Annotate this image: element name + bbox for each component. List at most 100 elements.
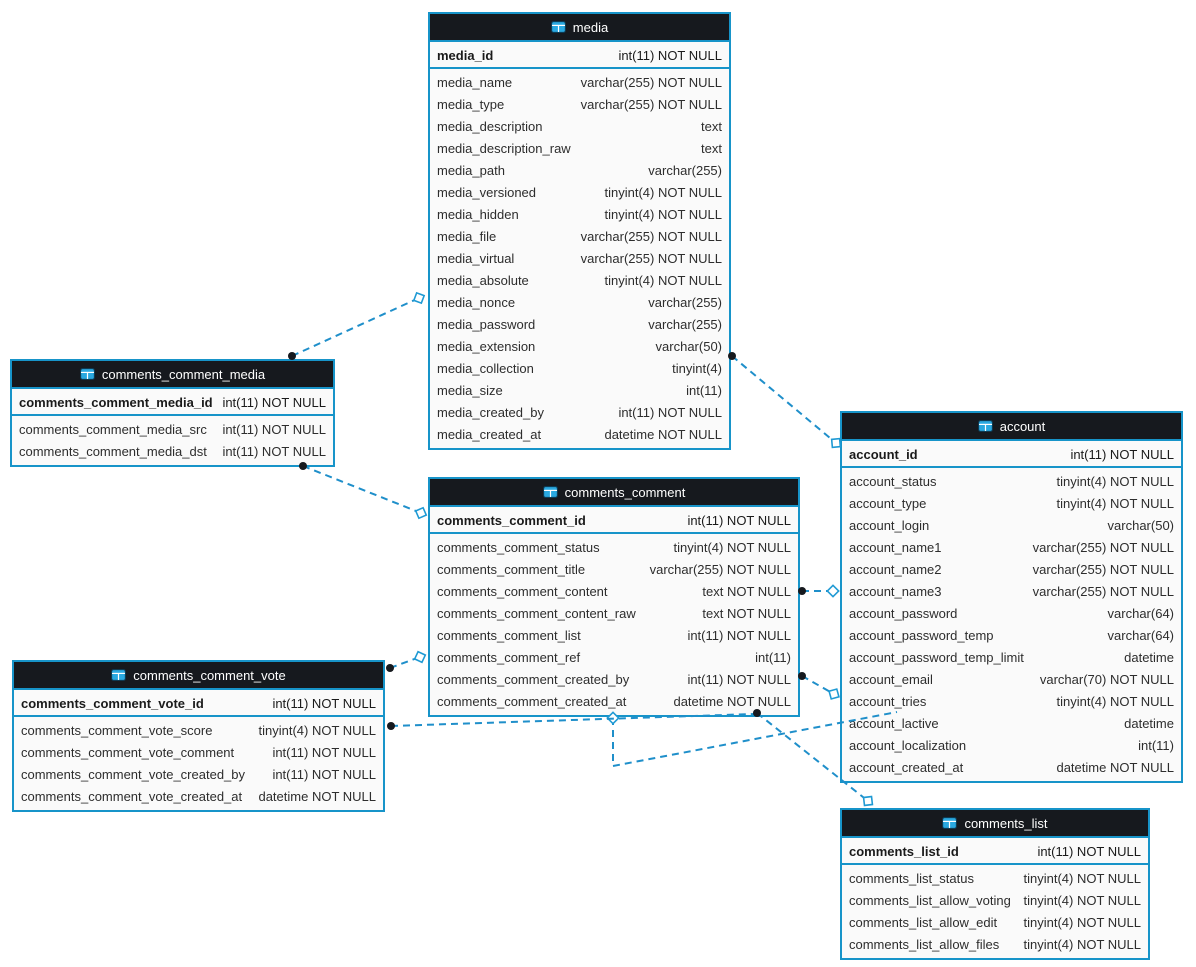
column-row-account_login[interactable]: account_login varchar(50) [842, 514, 1181, 536]
column-name: comments_list_allow_edit [849, 914, 998, 930]
column-name: account_login [849, 517, 930, 533]
column-type: varchar(50) [1107, 517, 1174, 533]
table-grid-icon [550, 21, 566, 33]
column-type: varchar(255) [648, 294, 722, 310]
table-header[interactable]: comments_list [842, 810, 1148, 838]
pk-row[interactable]: comments_comment_id int(11) NOT NULL [430, 507, 798, 534]
column-name: media_size [437, 382, 503, 398]
pk-row[interactable]: comments_comment_media_id int(11) NOT NU… [12, 389, 333, 416]
column-name: media_absolute [437, 272, 529, 288]
pk-type: int(11) NOT NULL [1070, 446, 1174, 462]
pk-type: int(11) NOT NULL [1037, 843, 1141, 859]
pk-row[interactable]: media_id int(11) NOT NULL [430, 42, 729, 69]
table-header[interactable]: comments_comment_media [12, 361, 333, 389]
column-name: comments_comment_status [437, 539, 600, 555]
column-type: tinyint(4) NOT NULL [604, 184, 722, 200]
column-type: datetime [1124, 715, 1174, 731]
table-comments_list[interactable]: comments_list comments_list_id int(11) N… [840, 808, 1150, 960]
column-type: datetime [1124, 649, 1174, 665]
pk-type: int(11) NOT NULL [687, 512, 791, 528]
table-header[interactable]: comments_comment [430, 479, 798, 507]
column-row-media_size[interactable]: media_size int(11) [430, 379, 729, 401]
column-name: account_password_temp [849, 627, 994, 643]
column-type: datetime NOT NULL [258, 788, 376, 804]
column-name: media_created_at [437, 426, 542, 442]
pk-name: comments_comment_media_id [19, 394, 213, 410]
column-name: comments_comment_list [437, 627, 581, 643]
pk-row[interactable]: account_id int(11) NOT NULL [842, 441, 1181, 468]
pk-type: int(11) NOT NULL [272, 695, 376, 711]
table-title: account [999, 418, 1046, 434]
table-header[interactable]: comments_comment_vote [14, 662, 383, 690]
table-title: comments_comment_media [101, 366, 266, 382]
pk-row[interactable]: comments_list_id int(11) NOT NULL [842, 838, 1148, 865]
table-account[interactable]: account account_id int(11) NOT NULL acco… [840, 411, 1183, 783]
column-type: int(11) [686, 382, 722, 398]
table-header[interactable]: media [430, 14, 729, 42]
column-type: int(11) NOT NULL [272, 744, 376, 760]
table-media[interactable]: media media_id int(11) NOT NULL media_na… [428, 12, 731, 450]
column-name: account_name3 [849, 583, 942, 599]
column-name: comments_comment_vote_comment [21, 744, 235, 760]
table-header[interactable]: account [842, 413, 1181, 441]
pk-type: int(11) NOT NULL [618, 47, 722, 63]
table-comments_comment[interactable]: comments_comment comments_comment_id int… [428, 477, 800, 717]
column-type: varchar(70) NOT NULL [1039, 671, 1174, 687]
column-row-comments_comment_vote_comment[interactable]: comments_comment_vote_comment int(11) NOT… [14, 741, 383, 763]
table-comments_comment_media[interactable]: comments_comment_media comments_comment_… [10, 359, 335, 467]
table-grid-icon [111, 669, 127, 681]
table-comments_comment_vote[interactable]: comments_comment_vote comments_comment_v… [12, 660, 385, 812]
column-name: account_status [849, 473, 937, 489]
pk-row[interactable]: comments_comment_vote_id int(11) NOT NUL… [14, 690, 383, 717]
column-name: account_created_at [849, 759, 964, 775]
pk-type: int(11) NOT NULL [222, 394, 326, 410]
